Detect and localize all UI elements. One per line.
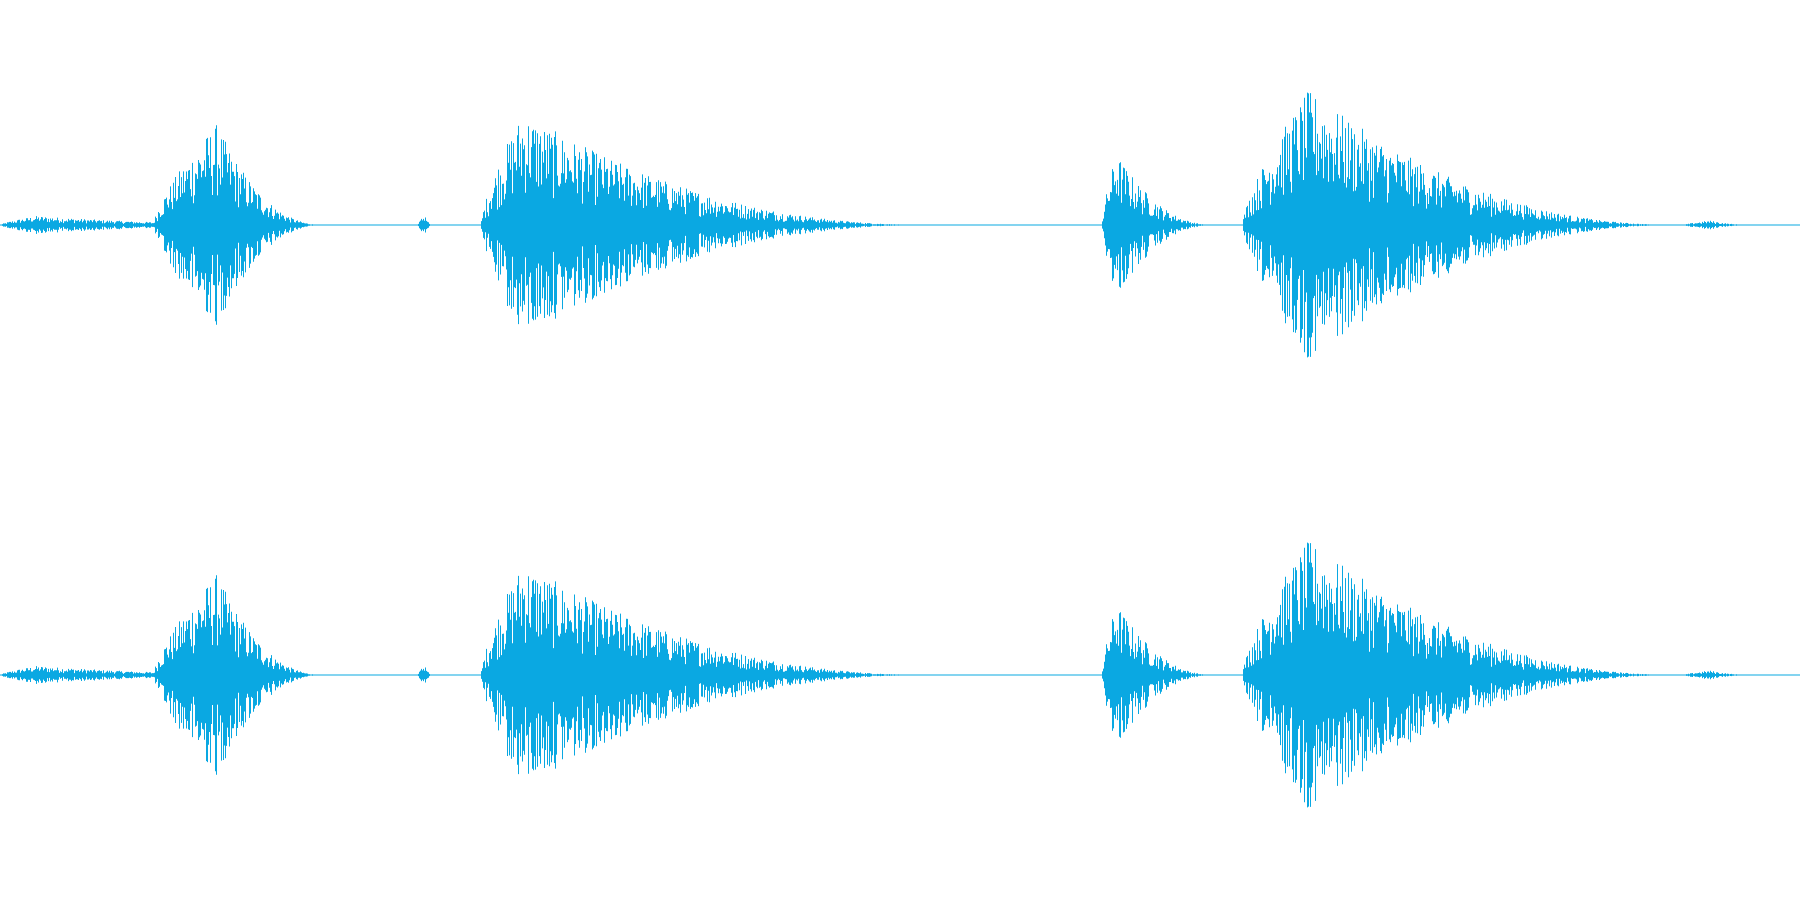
waveform-bars-left: [2, 92, 1737, 358]
waveform-channel-left[interactable]: [0, 0, 1800, 450]
waveform-channel-right[interactable]: [0, 450, 1800, 900]
waveform-right-svg: [0, 542, 1800, 808]
waveform-samples: [2, 542, 1737, 808]
waveform-samples: [2, 92, 1737, 358]
waveform-bars-right: [2, 542, 1737, 808]
waveform-left-svg: [0, 92, 1800, 358]
